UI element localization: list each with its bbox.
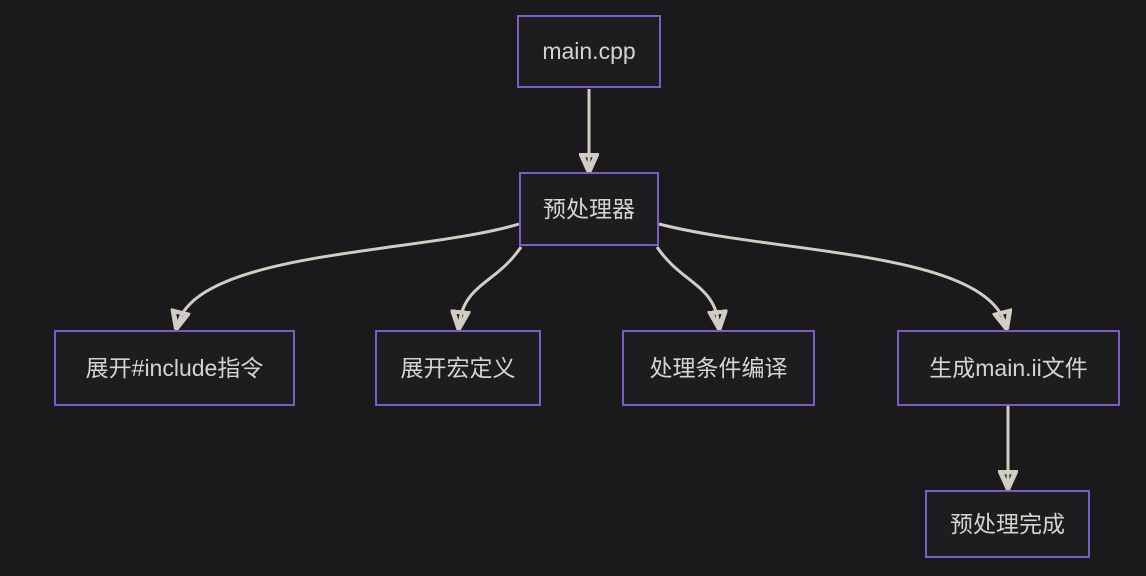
node-generate-main-ii: 生成main.ii文件: [897, 330, 1120, 406]
edge-preprocessor-to-conditional-compilation: [655, 246, 719, 326]
node-generate-main-ii-label: 生成main.ii文件: [929, 354, 1088, 381]
edge-preprocessor-to-generate-main-ii: [658, 222, 1006, 326]
node-expand-macro-label: 展开宏定义: [400, 354, 516, 381]
node-preprocessor: 预处理器: [519, 172, 659, 246]
node-main-cpp: main.cpp: [517, 15, 661, 88]
node-main-cpp-label: main.cpp: [542, 38, 636, 64]
node-expand-macro: 展开宏定义: [375, 330, 541, 406]
node-expand-include: 展开#include指令: [54, 330, 295, 406]
edge-preprocessor-to-expand-macro: [459, 246, 523, 326]
node-conditional-compilation-label: 处理条件编译: [649, 354, 788, 381]
node-conditional-compilation: 处理条件编译: [622, 330, 815, 406]
edge-preprocessor-to-expand-include: [177, 222, 520, 326]
node-preprocess-done-label: 预处理完成: [950, 510, 1065, 537]
node-preprocess-done: 预处理完成: [925, 490, 1090, 558]
node-expand-include-label: 展开#include指令: [85, 354, 264, 381]
node-preprocessor-label: 预处理器: [543, 195, 635, 222]
